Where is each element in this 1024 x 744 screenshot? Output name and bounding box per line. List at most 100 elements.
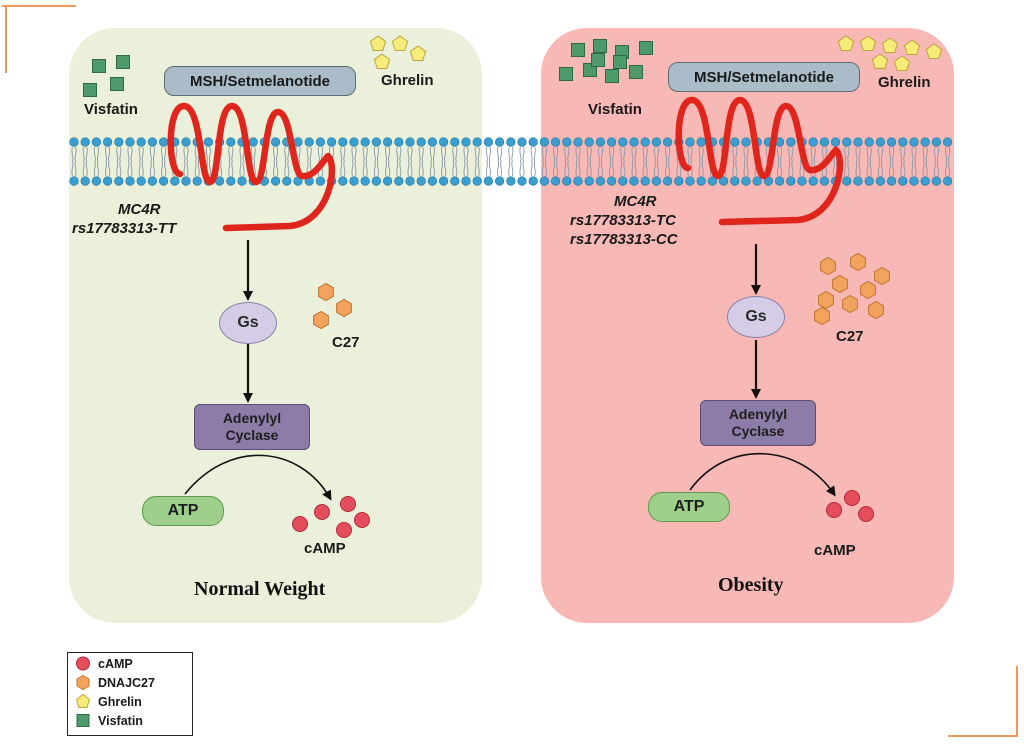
obese-c27-label: C27 (836, 328, 864, 345)
lipid-tail (522, 160, 525, 177)
lipid-tail (175, 146, 178, 163)
lipid-head (528, 176, 538, 186)
lipid-tail (855, 146, 858, 163)
lipid-tail (925, 160, 928, 177)
visfatin-square (613, 55, 627, 69)
mc4r-receptor-layer (167, 96, 844, 232)
camp-circle (354, 512, 370, 528)
lipid-tail (485, 146, 488, 163)
lipid-head (125, 137, 135, 147)
lipid-head (461, 176, 471, 186)
lipid-head (315, 176, 326, 186)
lipid-tail (844, 160, 847, 177)
lipid-tail (698, 160, 701, 177)
lipid-tail (821, 146, 824, 163)
legend-item-ghrelin: Ghrelin (68, 693, 192, 710)
lipid-tail (340, 160, 343, 177)
lipid-tail (96, 160, 99, 177)
lipid-head (774, 176, 785, 186)
lipid-tail (564, 146, 567, 163)
lipid-tail (698, 146, 701, 163)
lipid-head (495, 176, 505, 186)
lipid-head (483, 176, 494, 186)
visfatin-square (591, 53, 605, 67)
lipid-tail (732, 146, 735, 163)
lipid-tail (407, 146, 410, 163)
lipid-head (584, 176, 594, 186)
lipid-tail (466, 160, 469, 177)
lipid-head (506, 176, 516, 186)
normal-c27-label: C27 (332, 334, 360, 351)
lipid-tail (164, 160, 167, 177)
signal-arrows (184, 240, 836, 501)
lipid-head (69, 137, 79, 147)
lipid-tail (477, 146, 480, 163)
lipid-head (606, 176, 617, 186)
lipid-tail (488, 160, 491, 177)
lipid-tail (765, 146, 768, 163)
lipid-tail (343, 146, 346, 163)
lipid-tail (903, 146, 906, 163)
lipid-tail (933, 160, 936, 177)
mc4r-receptor (675, 96, 844, 226)
lipid-tail (429, 146, 432, 163)
lipid-head (483, 137, 494, 147)
lipid-tail (197, 160, 200, 177)
lipid-tail (152, 160, 155, 177)
visfatin-square (639, 41, 653, 55)
lipid-tail (612, 160, 615, 177)
lipid-head (91, 137, 101, 147)
lipid-tail (354, 146, 357, 163)
lipid-tail (810, 146, 813, 163)
lipid-tail (780, 146, 783, 163)
lipid-tail (586, 146, 589, 163)
lipid-tail (541, 146, 544, 163)
lipid-head (282, 176, 292, 186)
lipid-tail (844, 146, 847, 163)
lipid-head (674, 176, 684, 186)
ghrelin-pentagon (859, 35, 877, 51)
lipid-head (741, 137, 751, 147)
lipid-head (797, 176, 807, 186)
lipid-tail (933, 146, 936, 163)
lipid-tail (642, 146, 645, 163)
lipid-tail (511, 146, 514, 163)
lipid-tail (343, 160, 346, 177)
lipid-tail (452, 146, 455, 163)
lipid-head (416, 137, 426, 147)
ghrelin-pentagon (369, 35, 387, 51)
normal-arrow-atp-to-camp (184, 454, 332, 501)
lipid-tail (900, 160, 903, 177)
lipid-head (786, 137, 796, 147)
lipid-tail (668, 160, 671, 177)
lipid-head (360, 137, 370, 147)
lipid-head (786, 176, 796, 186)
lipid-tail (85, 160, 88, 177)
lipid-head (80, 176, 90, 186)
lipid-head (808, 176, 818, 186)
lipid-tail (444, 146, 447, 163)
obese-visfatin-label: Visfatin (588, 101, 642, 118)
lipid-head (450, 176, 460, 186)
lipid-tail (780, 160, 783, 177)
ghrelin-pentagon (409, 45, 427, 61)
lipid-tail (108, 160, 111, 177)
lipid-head (830, 137, 841, 147)
lipid-head (472, 176, 482, 186)
normal-ligand-box: MSH/Setmelanotide (164, 66, 356, 96)
lipid-head (550, 176, 561, 186)
lipid-head (517, 176, 527, 186)
lipid-tail (788, 146, 791, 163)
lipid-tail (407, 160, 410, 177)
lipid-tail (746, 160, 749, 177)
lipid-tail (385, 146, 388, 163)
ghrelin-pentagon (837, 35, 855, 51)
lipid-head (651, 176, 662, 186)
lipid-head (136, 137, 146, 147)
visfatin-square (92, 59, 106, 73)
lipid-tail (287, 160, 290, 177)
lipid-head (338, 137, 348, 147)
lipid-tail (597, 146, 600, 163)
lipid-tail (732, 160, 735, 177)
dnajc27-hexagon (860, 280, 876, 300)
